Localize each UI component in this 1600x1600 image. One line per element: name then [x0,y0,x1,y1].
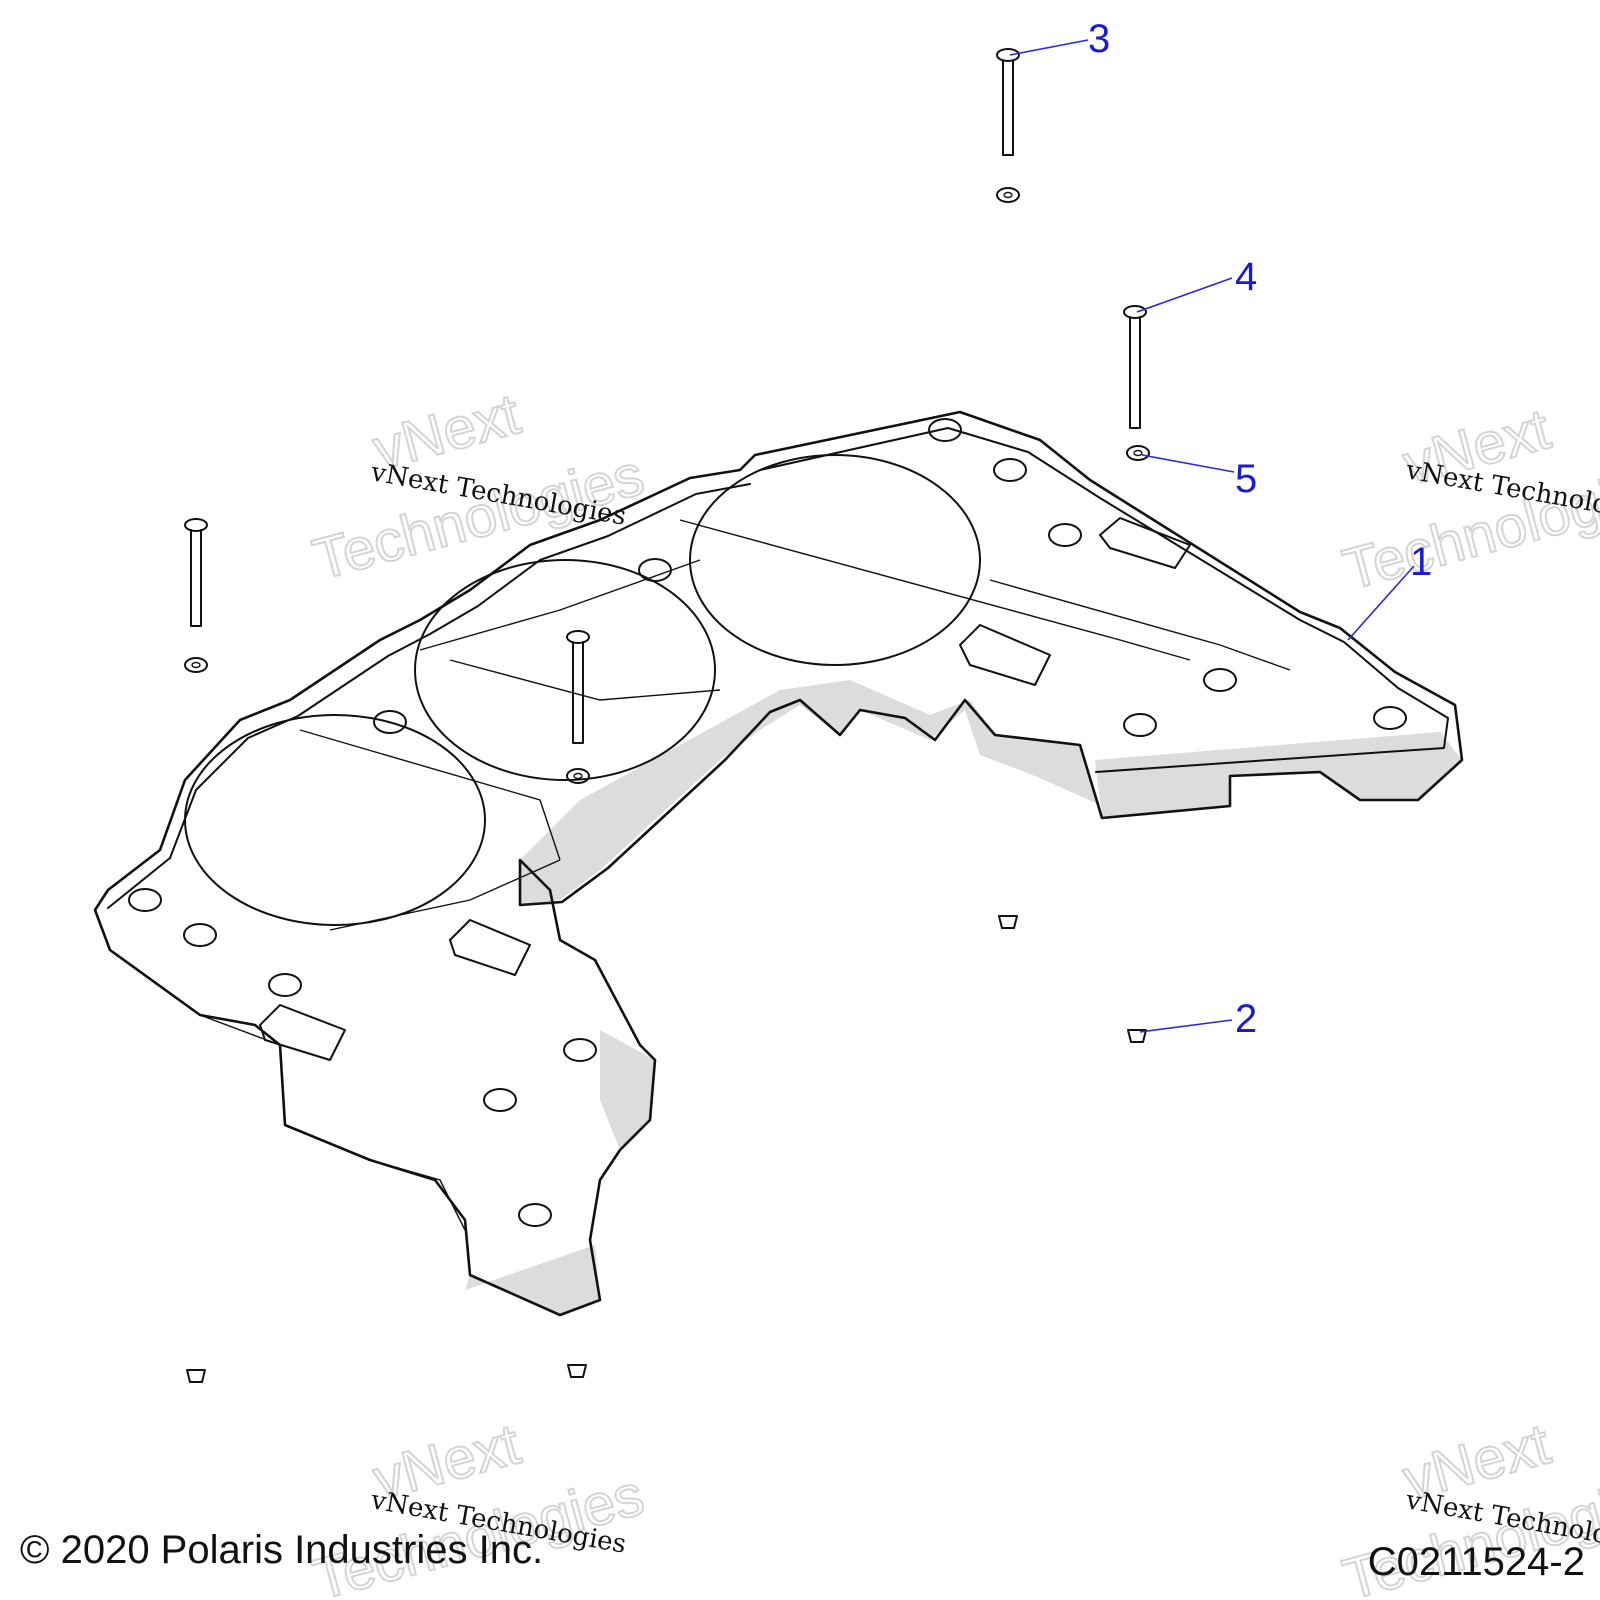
rack-hole [928,418,962,442]
rack-hole [268,973,302,997]
rack-hole [638,558,672,582]
rack-inner-bar-5 [329,859,561,931]
rack-hole [1203,668,1237,692]
rack-hole [563,1038,597,1062]
rack-recess-center [414,559,716,781]
rack-slot-4 [259,1004,346,1061]
leader-3 [1009,39,1089,56]
bolt-center [566,630,590,744]
rack-hole [1048,523,1082,547]
callout-5: 5 [1235,457,1257,501]
washers [184,187,1150,784]
rack-hole [483,1088,517,1112]
nut [998,915,1018,929]
rack-inner-bar-2 [419,559,701,651]
bolt-part-4 [1123,305,1147,429]
rack-hole [373,710,407,734]
callouts: 3 4 5 1 2 [1088,17,1432,1041]
drawing-number: C0211524-2 [1368,1540,1585,1584]
rack-slot-2 [959,624,1051,686]
leader-1 [1347,565,1415,641]
bolt-left [184,518,208,627]
callout-2: 2 [1235,997,1257,1041]
rack-slot-3 [449,919,531,976]
rack-inner-bar-7 [109,949,466,1231]
rack-side-shade-leftwing [600,1030,655,1150]
washer [184,657,208,673]
copyright-text: © 2020 Polaris Industries Inc. [20,1528,543,1572]
rack-hole [128,888,162,912]
callout-3: 3 [1088,17,1110,61]
leader-5 [1141,454,1235,473]
leader-lines [1009,39,1415,1033]
rack-inner-bar-1 [679,519,1191,661]
rack-rim-right [759,427,1449,773]
nut-part-2 [1127,1029,1147,1043]
rack-inner-bar-4 [299,729,561,861]
washer [996,187,1020,203]
rack-inner-bar-6 [989,579,1291,671]
rack-inner-bar-3 [449,659,721,701]
rack-recess-left [184,714,486,926]
nut [186,1369,206,1383]
leader-2 [1139,1019,1233,1033]
rack-hole [183,923,217,947]
rack-hole [518,1203,552,1227]
rack-slot-1 [1099,517,1191,569]
leader-4 [1136,277,1233,313]
rack-outline [93,410,1464,1317]
callout-1: 1 [1410,540,1432,584]
nut [567,1364,587,1378]
rack-hole [993,458,1027,482]
rack-side-shade-middle [520,680,1100,905]
washer [566,768,590,784]
washer-part-5 [1126,445,1150,461]
rack-holes [128,418,1407,1227]
callout-4: 4 [1235,255,1257,299]
rack-rim-left [107,483,751,909]
bolt-part-3 [996,48,1020,156]
nuts [186,915,1147,1383]
rack-recess-right [689,454,981,666]
rack-part [93,410,1464,1317]
rack-hole [1373,706,1407,730]
rack-side-shade-left [465,1245,600,1315]
rack-hole [1123,713,1157,737]
